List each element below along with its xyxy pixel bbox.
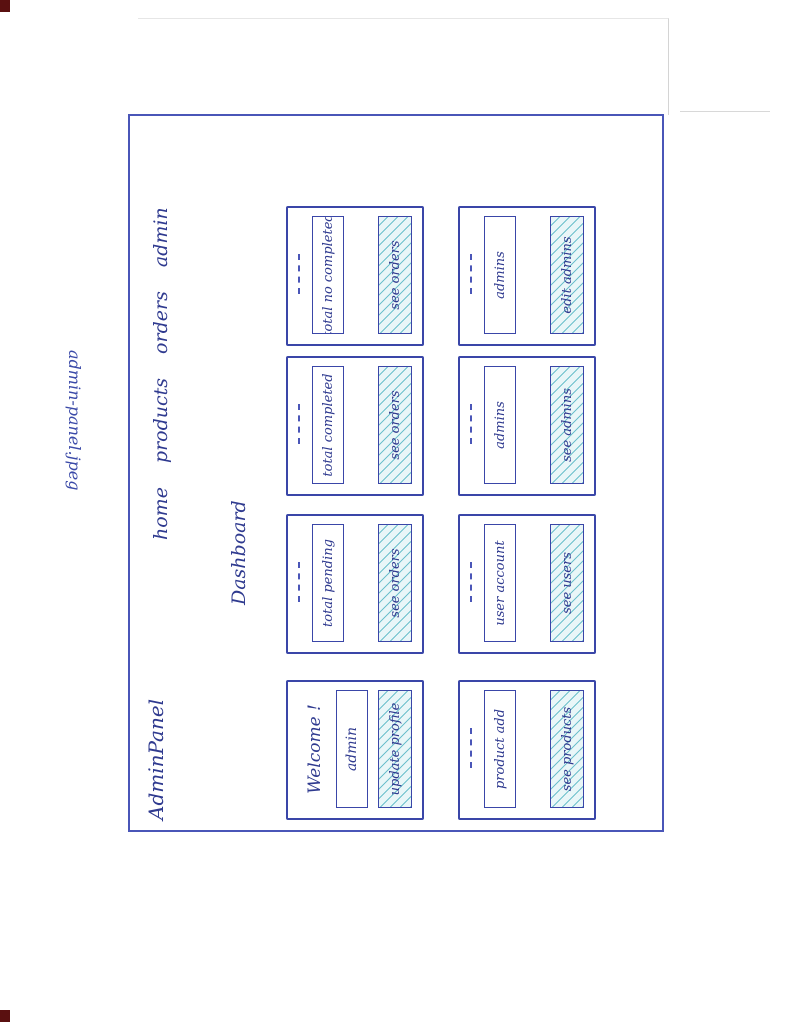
not-completed-orders-card: total no completed see orders (286, 206, 424, 346)
nav-item-home[interactable]: home (150, 487, 172, 540)
value-placeholder (470, 404, 472, 444)
products-card: product add see products (458, 680, 596, 820)
completed-orders-card: total completed see orders (286, 356, 424, 496)
welcome-card: Welcome ! admin update profile (286, 680, 424, 820)
nav-item-orders[interactable]: orders (150, 291, 172, 354)
see-orders-button[interactable]: see orders (378, 216, 412, 334)
corner-mark-top-left (0, 0, 10, 12)
see-users-button[interactable]: see users (550, 524, 584, 642)
wireframe-frame: AdminPanel home products orders admin Da… (128, 114, 664, 832)
wireframe-rotated-canvas: AdminPanel home products orders admin Da… (130, 116, 662, 830)
card-label: user account (484, 524, 516, 642)
value-placeholder (470, 254, 472, 294)
paper-edge-line (680, 111, 770, 112)
nav-item-products[interactable]: products (150, 377, 172, 464)
users-card: user account see users (458, 514, 596, 654)
card-label: admins (484, 216, 516, 334)
card-label: total no completed (312, 216, 344, 334)
paper-edge-top (138, 18, 669, 115)
value-placeholder (298, 404, 300, 444)
file-caption: admin-panel.jpeg (65, 350, 84, 491)
nav-item-admin[interactable]: admin (150, 207, 172, 268)
value-placeholder (298, 562, 300, 602)
header-bar: AdminPanel home products orders admin (130, 116, 200, 830)
welcome-text: Welcome ! (305, 704, 325, 794)
admin-name: admin (336, 690, 368, 808)
brand-logo[interactable]: AdminPanel (144, 698, 168, 820)
see-orders-button[interactable]: see orders (378, 366, 412, 484)
edit-admins-card: admins edit admins (458, 206, 596, 346)
see-admins-button[interactable]: see admins (550, 366, 584, 484)
card-label: total pending (312, 524, 344, 642)
main-nav: home products orders admin (150, 207, 172, 540)
see-orders-button[interactable]: see orders (378, 524, 412, 642)
update-profile-button[interactable]: update profile (378, 690, 412, 808)
corner-mark-bottom-left (0, 1010, 10, 1022)
admins-card: admins see admins (458, 356, 596, 496)
card-label: product add (484, 690, 516, 808)
edit-admins-button[interactable]: edit admins (550, 216, 584, 334)
value-placeholder (298, 254, 300, 294)
card-label: admins (484, 366, 516, 484)
value-placeholder (470, 728, 472, 768)
see-products-button[interactable]: see products (550, 690, 584, 808)
page-title: Dashboard (228, 500, 250, 605)
value-placeholder (470, 562, 472, 602)
pending-orders-card: total pending see orders (286, 514, 424, 654)
card-label: total completed (312, 366, 344, 484)
